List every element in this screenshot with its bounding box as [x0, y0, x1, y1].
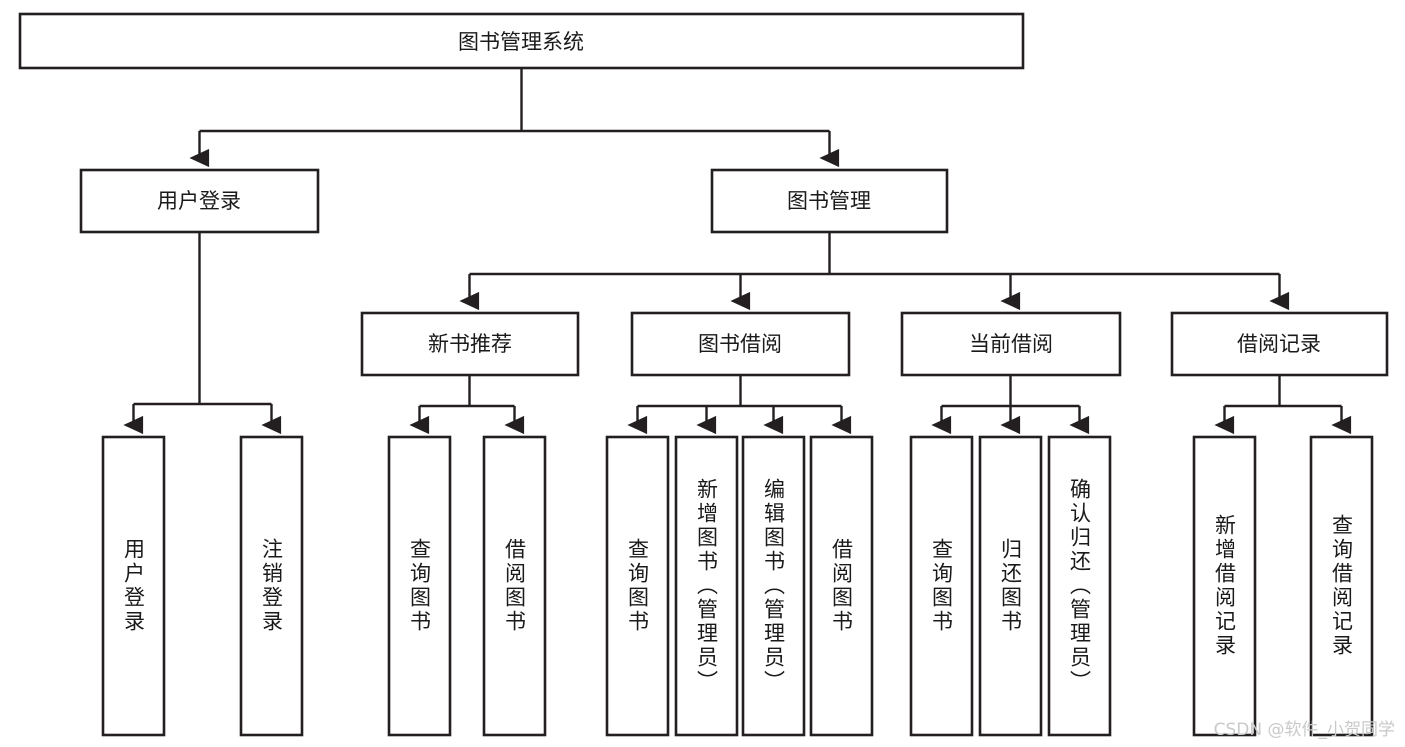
- node-leaf-borrow-book-2-textwrap: 借阅图书: [829, 538, 854, 634]
- node-new-book-rec-label: 新书推荐: [428, 332, 512, 356]
- node-leaf-borrow-book-1-label: 借阅图书: [502, 538, 527, 634]
- node-leaf-query-book-2-label: 查询图书: [625, 538, 650, 634]
- node-user-login-box[interactable]: [79, 168, 320, 234]
- node-leaf-add-book[interactable]: 新增图书（管理员）: [674, 435, 739, 737]
- node-leaf-borrow-book-2-box[interactable]: [809, 435, 874, 737]
- node-borrow-record-box[interactable]: [1170, 311, 1389, 377]
- node-root-label: 图书管理系统: [458, 30, 584, 54]
- node-leaf-edit-book-label: 编辑图书（管理员）: [761, 478, 786, 694]
- node-leaf-borrow-book-1[interactable]: 借阅图书: [482, 435, 547, 737]
- node-leaf-add-record[interactable]: 新增借阅记录: [1192, 435, 1257, 737]
- node-leaf-query-book-1-label: 查询图书: [407, 538, 432, 634]
- node-leaf-query-record[interactable]: 查询借阅记录: [1309, 435, 1374, 737]
- node-leaf-query-book-2-box[interactable]: [605, 435, 670, 737]
- node-new-book-rec[interactable]: 新书推荐: [360, 311, 580, 377]
- node-leaf-add-record-label: 新增借阅记录: [1212, 514, 1237, 658]
- node-leaf-add-record-box[interactable]: [1192, 435, 1257, 737]
- node-leaf-query-book-1-textwrap: 查询图书: [407, 538, 432, 634]
- node-leaf-return-book-label: 归还图书: [998, 538, 1023, 634]
- node-book-borrow-box[interactable]: [630, 311, 851, 377]
- node-leaf-confirm-return-textwrap: 确认归还（管理员）: [1067, 478, 1092, 694]
- node-leaf-user-login[interactable]: 用户登录: [101, 435, 166, 737]
- node-leaf-confirm-return[interactable]: 确认归还（管理员）: [1047, 435, 1112, 737]
- node-book-manage-box[interactable]: [710, 168, 949, 234]
- node-leaf-user-login-label: 用户登录: [121, 538, 146, 634]
- node-current-borrow-box[interactable]: [900, 311, 1122, 377]
- node-current-borrow[interactable]: 当前借阅: [900, 311, 1122, 377]
- node-leaf-user-login-box[interactable]: [101, 435, 166, 737]
- node-user-login-label: 用户登录: [157, 189, 241, 213]
- node-book-borrow[interactable]: 图书借阅: [630, 311, 851, 377]
- node-leaf-query-book-2-textwrap: 查询图书: [625, 538, 650, 634]
- node-root[interactable]: 图书管理系统: [18, 12, 1025, 70]
- node-leaf-query-book-3-textwrap: 查询图书: [929, 538, 954, 634]
- node-leaf-user-logout-textwrap: 注销登录: [259, 538, 284, 634]
- node-leaf-query-record-label: 查询借阅记录: [1329, 514, 1354, 658]
- node-leaf-query-record-box[interactable]: [1309, 435, 1374, 737]
- node-book-manage[interactable]: 图书管理: [710, 168, 949, 234]
- node-leaf-return-book-box[interactable]: [978, 435, 1043, 737]
- node-leaf-borrow-book-1-textwrap: 借阅图书: [502, 538, 527, 634]
- node-leaf-add-book-textwrap: 新增图书（管理员）: [694, 478, 719, 694]
- node-leaf-query-book-1-box[interactable]: [387, 435, 452, 737]
- node-leaf-edit-book-box[interactable]: [741, 435, 806, 737]
- node-user-login[interactable]: 用户登录: [79, 168, 320, 234]
- node-leaf-borrow-book-1-box[interactable]: [482, 435, 547, 737]
- node-leaf-user-logout[interactable]: 注销登录: [239, 435, 304, 737]
- connector-group: [123, 68, 1352, 435]
- node-leaf-query-book-2[interactable]: 查询图书: [605, 435, 670, 737]
- node-leaf-add-record-textwrap: 新增借阅记录: [1212, 514, 1237, 658]
- node-leaf-query-book-3-box[interactable]: [909, 435, 974, 737]
- node-leaf-user-login-textwrap: 用户登录: [121, 538, 146, 634]
- node-leaf-borrow-book-2-label: 借阅图书: [829, 538, 854, 634]
- node-leaf-borrow-book-2[interactable]: 借阅图书: [809, 435, 874, 737]
- node-leaf-add-book-box[interactable]: [674, 435, 739, 737]
- node-leaf-query-record-textwrap: 查询借阅记录: [1329, 514, 1354, 658]
- node-book-borrow-label: 图书借阅: [698, 332, 782, 356]
- node-root-box[interactable]: [18, 12, 1025, 70]
- node-leaf-user-logout-box[interactable]: [239, 435, 304, 737]
- node-borrow-record-label: 借阅记录: [1237, 332, 1321, 356]
- node-leaf-add-book-label: 新增图书（管理员）: [694, 478, 719, 694]
- node-current-borrow-label: 当前借阅: [969, 332, 1053, 356]
- node-book-manage-label: 图书管理: [787, 189, 871, 213]
- node-leaf-edit-book-textwrap: 编辑图书（管理员）: [761, 478, 786, 694]
- node-leaf-query-book-3-label: 查询图书: [929, 538, 954, 634]
- node-leaf-confirm-return-label: 确认归还（管理员）: [1067, 478, 1092, 694]
- node-new-book-rec-box[interactable]: [360, 311, 580, 377]
- node-leaf-return-book[interactable]: 归还图书: [978, 435, 1043, 737]
- node-leaf-edit-book[interactable]: 编辑图书（管理员）: [741, 435, 806, 737]
- node-leaf-confirm-return-box[interactable]: [1047, 435, 1112, 737]
- node-borrow-record[interactable]: 借阅记录: [1170, 311, 1389, 377]
- node-leaf-query-book-3[interactable]: 查询图书: [909, 435, 974, 737]
- node-leaf-return-book-textwrap: 归还图书: [998, 538, 1023, 634]
- node-leaf-user-logout-label: 注销登录: [259, 538, 284, 634]
- node-leaf-query-book-1[interactable]: 查询图书: [387, 435, 452, 737]
